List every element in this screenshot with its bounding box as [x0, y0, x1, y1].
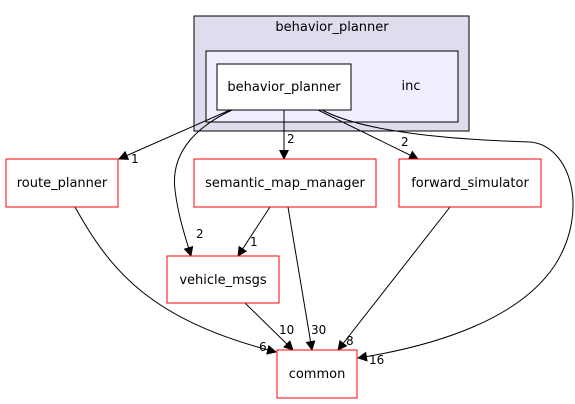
node-forward-simulator[interactable]: forward_simulator	[398, 158, 542, 208]
node-vehicle-msgs-box[interactable]	[166, 255, 280, 304]
cluster-outer-label: behavior_planner	[275, 20, 389, 35]
edge-label-smm-vehicle-msgs: 1	[250, 235, 258, 249]
edge-label-bp-common: 16	[369, 353, 384, 367]
node-common[interactable]: common	[276, 349, 358, 399]
node-behavior-planner[interactable]: behavior_planner	[216, 63, 352, 111]
node-forward-simulator-label: forward_simulator	[411, 176, 529, 191]
edge-bp-vehicle-msgs[interactable]	[173, 109, 233, 257]
edge-label-bp-route-planner: 1	[131, 152, 139, 166]
edge-label-vehicle-msgs-common: 10	[279, 323, 294, 337]
node-vehicle-msgs[interactable]: vehicle_msgs	[166, 255, 280, 304]
node-behavior-planner-label: behavior_planner	[227, 80, 341, 95]
node-forward-simulator-box[interactable]	[398, 158, 542, 208]
edge-route-planner-common[interactable]	[74, 206, 277, 355]
edge-smm-vehicle-msgs[interactable]	[237, 206, 271, 257]
edge-label-forward-simulator-common: 8	[346, 334, 354, 348]
node-route-planner[interactable]: route_planner	[5, 158, 119, 208]
edge-forward-simulator-common[interactable]	[337, 206, 451, 351]
edge-bp-common[interactable]	[321, 109, 574, 362]
edge-bp-forward-simulator[interactable]	[317, 109, 419, 160]
edge-label-bp-forward-simulator: 2	[401, 135, 409, 149]
node-route-planner-label: route_planner	[17, 176, 108, 191]
node-behavior-planner-box[interactable]	[216, 63, 352, 111]
edge-group	[74, 109, 574, 362]
node-semantic-map-manager-label: semantic_map_manager	[205, 176, 365, 191]
node-semantic-map-manager[interactable]: semantic_map_manager	[193, 158, 377, 208]
node-vehicle-msgs-label: vehicle_msgs	[179, 273, 266, 288]
edge-label-bp-vehicle-msgs: 2	[196, 227, 204, 241]
node-common-box[interactable]	[276, 349, 358, 399]
cluster-inner-label: inc	[402, 79, 421, 94]
node-route-planner-box[interactable]	[5, 158, 119, 208]
edge-label-smm-common: 30	[311, 323, 326, 337]
edge-bp-route-planner[interactable]	[118, 109, 231, 160]
edge-vehicle-msgs-common[interactable]	[244, 302, 294, 351]
edge-smm-common[interactable]	[287, 206, 316, 351]
edge-label-bp-semantic-map-manager: 2	[287, 132, 295, 146]
node-semantic-map-manager-box[interactable]	[193, 158, 377, 208]
node-common-label: common	[289, 367, 346, 382]
edge-label-route-planner-common: 6	[259, 340, 267, 354]
